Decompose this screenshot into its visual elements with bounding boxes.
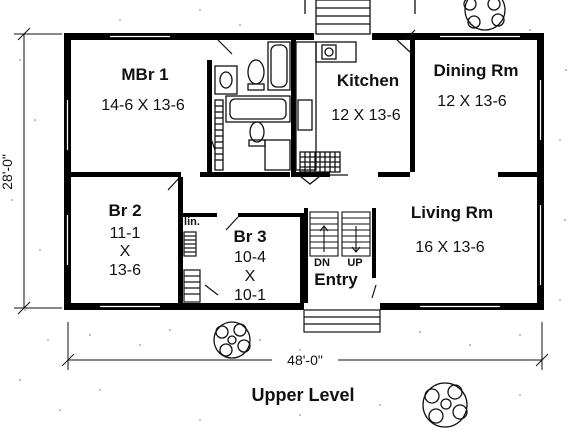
- room-dims-bedroom-2-width: 11-1: [110, 225, 141, 242]
- width-dimension-label: 48'-0": [287, 352, 323, 368]
- shrub-top-right: [463, 0, 506, 31]
- room-dims-kitchen: 12 X 13-6: [331, 107, 400, 124]
- room-name-master-bedroom: MBr 1: [121, 65, 168, 84]
- depth-dimension-label: 28'-0": [0, 154, 15, 190]
- room-dims-bedroom-3-x: X: [245, 268, 256, 285]
- windows: [66, 35, 542, 308]
- floor-level-caption: Upper Level: [251, 385, 354, 405]
- closets: [183, 231, 201, 303]
- room-name-dining: Dining Rm: [434, 61, 519, 80]
- room-name-living: Living Rm: [411, 203, 493, 222]
- shrub-corner: [422, 382, 468, 428]
- room-dims-dining: 12 X 13-6: [437, 93, 506, 110]
- depth-dimension-line: [14, 27, 62, 315]
- room-name-bedroom-2: Br 2: [108, 201, 141, 220]
- room-dims-bedroom-2-depth: 13-6: [109, 262, 141, 279]
- room-dims-master-bedroom: 14-6 X 13-6: [101, 97, 185, 114]
- master-bath-fixtures: [214, 41, 291, 171]
- room-dims-bedroom-2-x: X: [120, 243, 131, 260]
- room-dims-living: 16 X 13-6: [415, 239, 484, 256]
- kitchen-fixtures: [295, 41, 357, 185]
- shrub-front: [213, 321, 251, 359]
- room-name-entry: Entry: [314, 270, 358, 289]
- entry-stairs: [309, 211, 371, 257]
- ground-speckle: [11, 9, 567, 421]
- stair-down-label: DN: [314, 257, 330, 269]
- room-name-bedroom-3: Br 3: [233, 227, 266, 246]
- stair-up-label: UP: [347, 257, 362, 269]
- linen-closet-label: lin.: [184, 216, 200, 228]
- room-dims-bedroom-3-width: 10-4: [234, 249, 266, 266]
- door-swings: [167, 29, 416, 299]
- interior-walls: [71, 40, 537, 303]
- room-name-kitchen: Kitchen: [337, 71, 399, 90]
- width-label-backing: [272, 351, 338, 369]
- room-dims-bedroom-3-depth: 10-1: [234, 287, 266, 304]
- front-stoop: [303, 309, 381, 333]
- rear-steps: [304, 0, 416, 35]
